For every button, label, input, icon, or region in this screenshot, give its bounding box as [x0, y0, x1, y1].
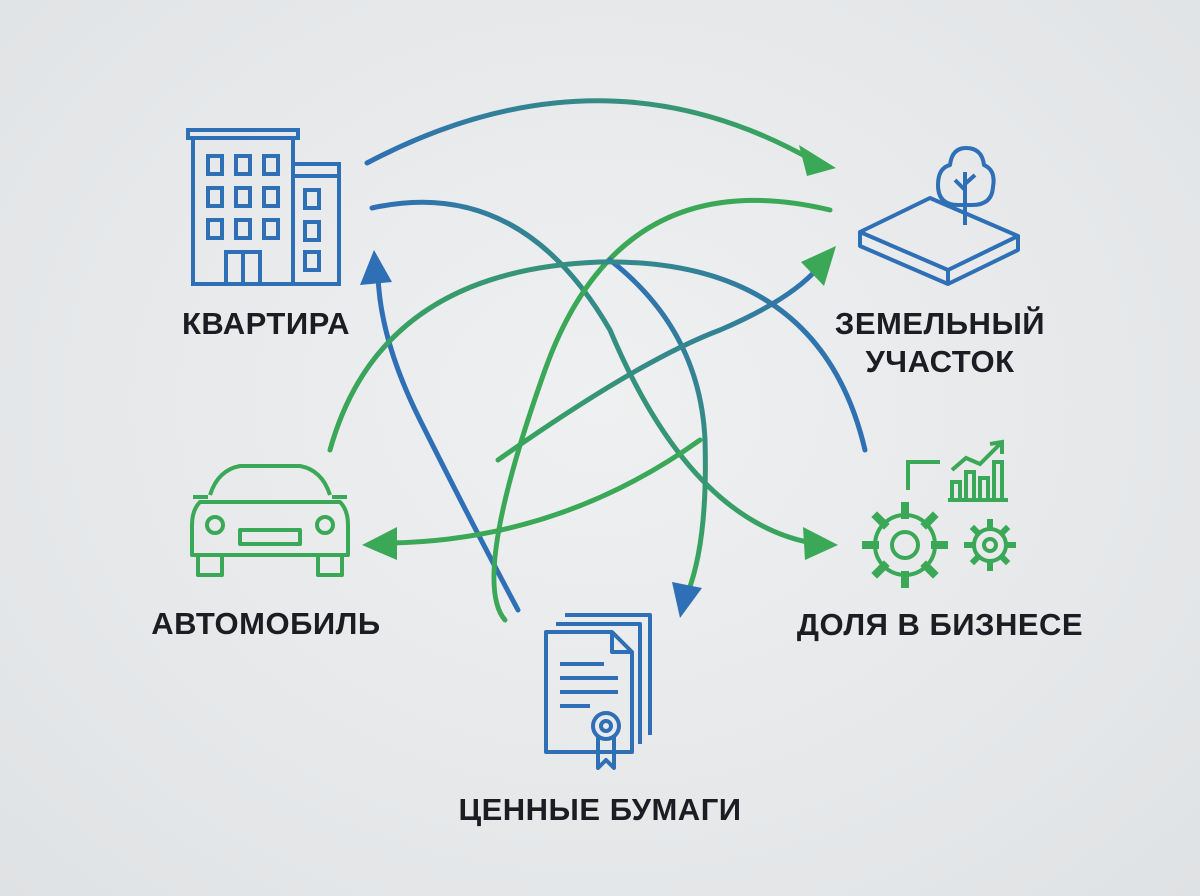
arrow-land-to-securities: [491, 197, 833, 623]
connection-arrows: [327, 98, 868, 623]
car-icon: [190, 464, 350, 577]
arrow-land-to-securities-lower: [607, 257, 708, 595]
arrowhead-car: [362, 527, 397, 560]
arrowhead-business: [803, 527, 838, 560]
arrow-apartment-to-business: [369, 199, 815, 546]
arrowhead-apartment: [360, 250, 392, 285]
arrow-securities-to-apartment: [375, 272, 521, 613]
arrow-car-to-land: [495, 265, 821, 463]
land-label-line1: ЗЕМЕЛЬНЫЙ: [835, 305, 1045, 341]
land-label-line2: УЧАСТОК: [866, 344, 1015, 379]
car-label: АВТОМОБИЛЬ: [151, 606, 380, 641]
certificate-documents-icon: [544, 613, 652, 770]
arrow-car-arc-to-business: [327, 259, 868, 453]
land-plot-tree-icon: [858, 146, 1020, 286]
arrow-apartment-to-land: [364, 98, 815, 166]
building-icon: [186, 128, 341, 286]
arrowhead-land-top: [799, 145, 836, 176]
arrow-business-to-car: [387, 437, 703, 546]
gears-growth-chart-icon: [862, 439, 1016, 588]
apartment-label: КВАРТИРА: [182, 306, 350, 341]
arrowhead-securities: [672, 582, 702, 618]
arrowhead-land-lower: [801, 246, 836, 286]
business-label: ДОЛЯ В БИЗНЕСЕ: [797, 607, 1083, 642]
securities-label: ЦЕННЫЕ БУМАГИ: [458, 792, 741, 827]
